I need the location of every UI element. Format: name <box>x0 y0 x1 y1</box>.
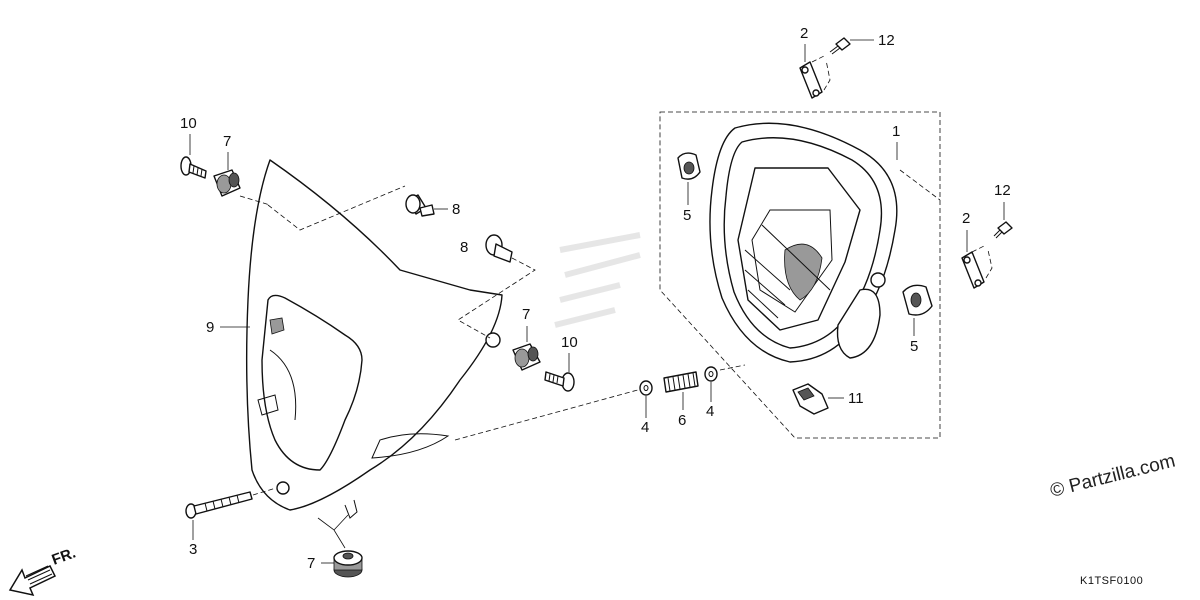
callout-12-right: 12 <box>994 182 1011 199</box>
grommet-7-top[interactable] <box>213 169 241 197</box>
headlight-unit[interactable] <box>709 122 898 363</box>
callout-6: 6 <box>678 412 686 429</box>
bracket-stay-upper[interactable] <box>799 61 823 99</box>
grommet-7-mid[interactable] <box>512 343 541 371</box>
callout-5-right: 5 <box>910 338 918 355</box>
callout-12-upper: 12 <box>878 32 895 49</box>
grommet-7-bottom[interactable] <box>333 550 363 578</box>
collar-8-lower[interactable] <box>485 234 513 263</box>
watermark-text: © Partzilla.com <box>1048 451 1177 502</box>
callout-7-top: 7 <box>223 133 231 150</box>
callout-2-upper: 2 <box>800 25 808 42</box>
bolt-12-right[interactable] <box>993 221 1013 239</box>
diagram-code: K1TSF0100 <box>1080 575 1143 587</box>
callout-1: 1 <box>892 123 900 140</box>
bolt-12-upper[interactable] <box>829 37 851 55</box>
callout-4-left: 4 <box>641 419 649 436</box>
bracket-stay-right[interactable] <box>961 251 985 289</box>
callout-7-bottom: 7 <box>307 555 315 572</box>
callout-2-right: 2 <box>962 210 970 227</box>
grommet-5-left[interactable] <box>677 152 701 180</box>
bolt-10-lower[interactable] <box>544 371 575 392</box>
washer-4-right[interactable] <box>704 366 718 382</box>
callout-11: 11 <box>848 390 864 407</box>
callout-10-upper: 10 <box>180 115 197 132</box>
callout-9: 9 <box>206 319 214 336</box>
collar-8-upper[interactable] <box>405 194 435 217</box>
adjust-spring-6[interactable] <box>663 371 699 393</box>
callout-10-lower: 10 <box>561 334 578 351</box>
callout-4-right: 4 <box>706 403 714 420</box>
headlight-visor-9[interactable] <box>245 159 503 519</box>
grommet-5-right[interactable] <box>902 284 933 316</box>
callout-8-upper: 8 <box>452 201 460 218</box>
callout-3: 3 <box>189 541 197 558</box>
front-direction-arrow-icon <box>8 565 57 597</box>
front-direction-label: FR. <box>50 545 79 569</box>
callout-5-left: 5 <box>683 207 691 224</box>
bolt-3[interactable] <box>185 491 253 519</box>
bolt-10-upper[interactable] <box>180 156 207 179</box>
socket-clip-11[interactable] <box>792 383 829 415</box>
callout-8-lower: 8 <box>460 239 468 256</box>
callout-7-mid: 7 <box>522 306 530 323</box>
headlight-assembly-box <box>659 111 941 439</box>
washer-4-left[interactable] <box>639 380 653 396</box>
